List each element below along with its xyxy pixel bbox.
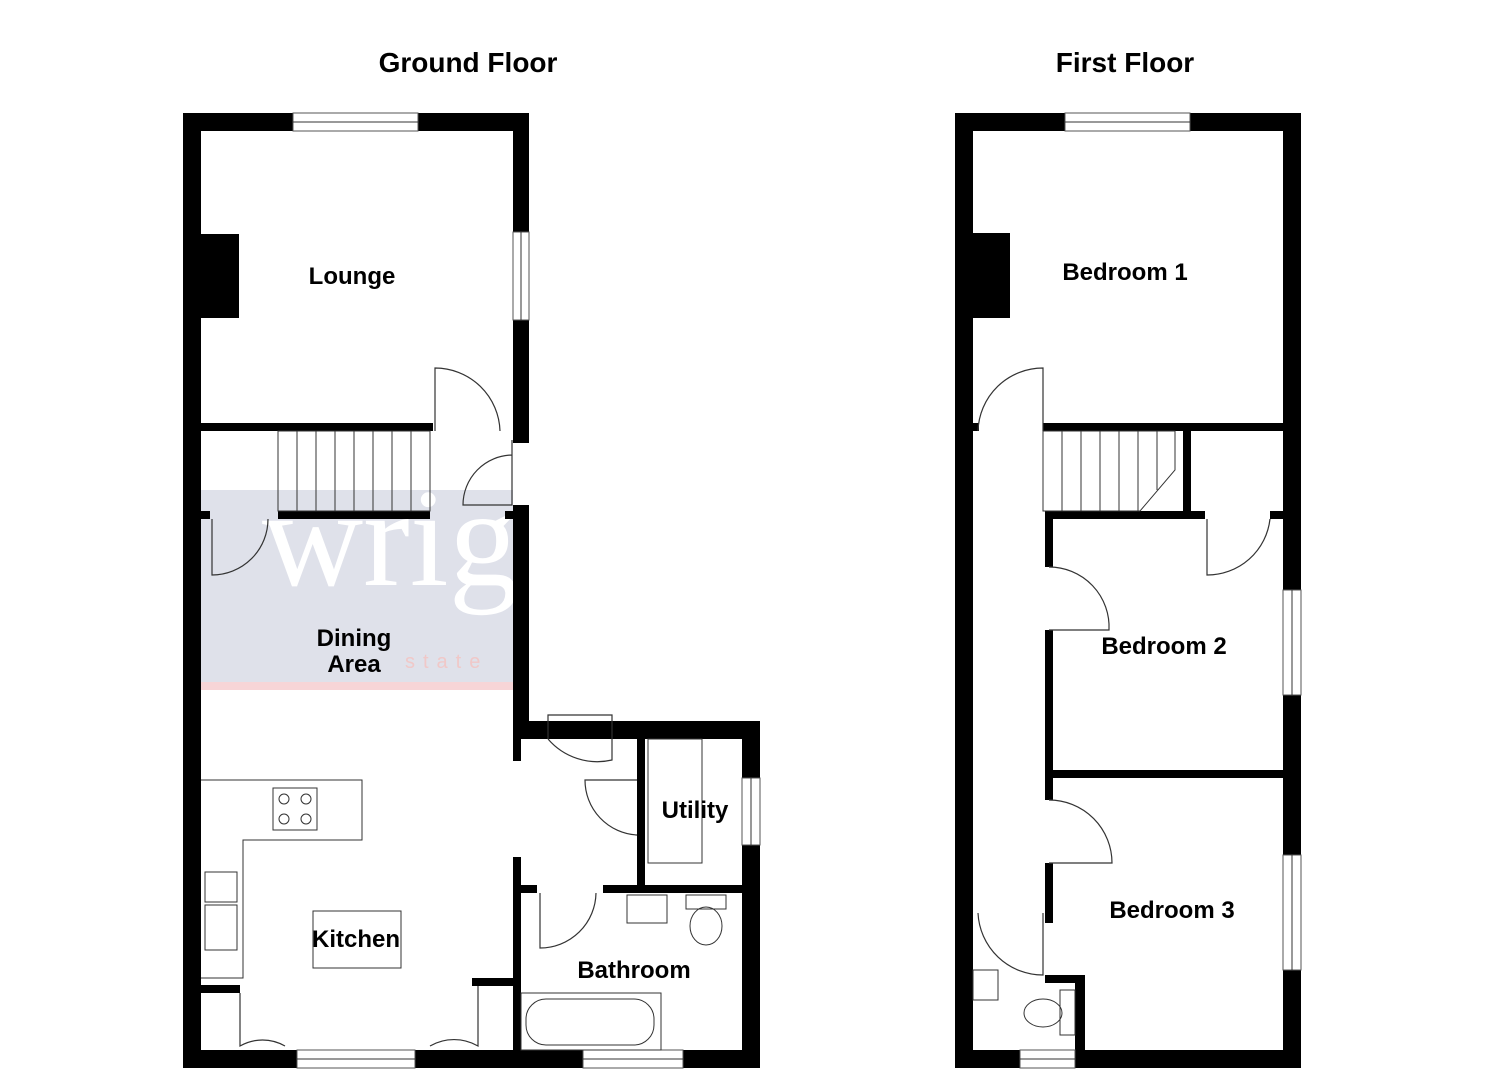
ground-floor-walls bbox=[183, 113, 760, 1068]
first-floor-title: First Floor bbox=[1056, 47, 1195, 78]
kitchen-fittings bbox=[201, 738, 703, 979]
room-label-kitchen: Kitchen bbox=[312, 926, 400, 953]
room-label-bedroom-3: Bedroom 3 bbox=[1109, 897, 1234, 924]
toilet-cistern bbox=[1059, 989, 1076, 1036]
watermark-subtext: state bbox=[405, 651, 488, 673]
toilet-icon bbox=[689, 906, 723, 946]
room-label-area: Area bbox=[327, 651, 381, 678]
toilet-cistern bbox=[685, 894, 727, 910]
first-floor-walls bbox=[955, 113, 1301, 1068]
room-label-dining: Dining bbox=[317, 625, 392, 652]
chimney-breast bbox=[201, 234, 239, 318]
ground-floor-windows bbox=[292, 112, 761, 1069]
drainer-icon bbox=[204, 904, 238, 951]
bath-icon bbox=[520, 992, 662, 1051]
first-stairs bbox=[1042, 430, 1176, 512]
chimney-breast-first bbox=[973, 233, 1010, 318]
room-label-lounge: Lounge bbox=[309, 263, 396, 290]
ground-stairs bbox=[277, 430, 431, 512]
toilet-icon bbox=[1023, 998, 1063, 1028]
utility-worktop bbox=[647, 738, 703, 864]
sink-icon bbox=[204, 871, 238, 903]
ground-floor-doors bbox=[211, 367, 638, 1048]
bathroom-fittings bbox=[520, 894, 727, 1051]
room-label-bedroom-2: Bedroom 2 bbox=[1101, 633, 1226, 660]
room-label-bedroom-1: Bedroom 1 bbox=[1062, 259, 1187, 286]
room-label-utility: Utility bbox=[662, 797, 729, 824]
basin-icon bbox=[972, 969, 999, 1001]
ground-floor-title: Ground Floor bbox=[379, 47, 558, 78]
first-floor-wc bbox=[972, 969, 1076, 1036]
basin-icon bbox=[626, 894, 668, 924]
watermark-logo: wrig state bbox=[201, 461, 519, 690]
room-label-bathroom: Bathroom bbox=[577, 957, 690, 984]
first-floor-windows bbox=[1019, 112, 1302, 1069]
hob-icon bbox=[272, 787, 318, 831]
kitchen-island bbox=[312, 910, 402, 969]
first-floor-doors bbox=[977, 367, 1271, 976]
watermark-text: wrig bbox=[262, 461, 519, 616]
